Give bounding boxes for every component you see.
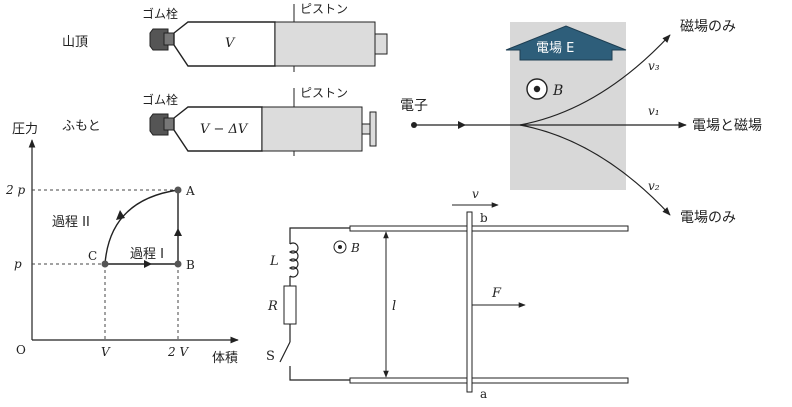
piston-label-top: ピストン (300, 2, 348, 16)
origin-label: O (16, 343, 26, 357)
y-tick-p: p (14, 257, 22, 271)
pressure-axis-label: 圧力 (12, 122, 38, 137)
foot-label: ふもと (62, 119, 101, 134)
v3-label: v₃ (648, 59, 660, 73)
switch-label: S (266, 349, 275, 364)
b-field-label: B (552, 83, 563, 99)
point-b-label: B (186, 258, 195, 272)
piston-label-bottom: ピストン (300, 86, 348, 100)
electron-label: 電子 (400, 98, 428, 114)
syringe-summit: 山頂 ゴム栓 ピストン V (62, 2, 388, 72)
circuit-b-label: B (350, 241, 360, 255)
x-tick-v: V (101, 345, 111, 359)
v1-label: v₁ (648, 104, 660, 118)
summit-label: 山頂 (62, 35, 88, 50)
top-path-label: 磁場のみ (680, 19, 736, 35)
inductor-label: L (269, 254, 279, 269)
piston-bottom (261, 106, 363, 152)
point-c-label: C (88, 249, 97, 263)
volume-bottom: V − ΔV (200, 122, 249, 137)
force-label: F (491, 286, 502, 301)
syringe-foot: ふもと ゴム栓 ピストン V − ΔV (62, 86, 377, 156)
pv-graph: 圧力 体積 O 2 p p V 2 V A B C 過程 I 過程 II (5, 122, 239, 366)
path-top (519, 34, 671, 126)
point-a (174, 186, 182, 194)
length-label: l (392, 299, 396, 314)
sliding-rod[interactable] (466, 211, 473, 393)
x-tick-2v: 2 V (167, 345, 189, 359)
bottom-path-label: 電場のみ (680, 210, 736, 226)
switch[interactable] (279, 341, 291, 363)
process-2-label: 過程 II (52, 215, 90, 230)
y-tick-2p: 2 p (5, 183, 25, 197)
point-a-label: A (185, 184, 195, 198)
piston-top (274, 21, 376, 67)
rod-bottom-label: a (480, 387, 487, 401)
middle-path-label: 電場と磁場 (692, 118, 762, 134)
e-field-arrow (505, 25, 627, 61)
stopper-label-bottom: ゴム栓 (142, 92, 178, 107)
volume-axis-label: 体積 (212, 351, 238, 366)
rod-top-label: b (480, 211, 488, 225)
velocity-label: v (472, 187, 479, 201)
path-bottom (519, 124, 671, 216)
point-c (101, 260, 109, 268)
stopper-label-top: ゴム栓 (142, 6, 178, 21)
volume-top: V (225, 36, 236, 51)
field-diagram: 電場 E B 電子 v₃ v₁ v₂ 磁場のみ 電場と磁場 電場のみ (400, 19, 762, 226)
point-b (174, 260, 182, 268)
e-field-label: 電場 E (536, 41, 574, 56)
process-2-curve (104, 189, 179, 265)
process-1-label: 過程 I (130, 247, 164, 262)
resistor (283, 285, 297, 325)
circuit-diagram: L R S B l b a v F (266, 187, 629, 401)
v2-label: v₂ (648, 179, 660, 193)
resistor-label: R (267, 299, 278, 314)
lower-rail (349, 377, 629, 384)
upper-rail (349, 225, 629, 232)
inductor-coil (288, 242, 299, 278)
